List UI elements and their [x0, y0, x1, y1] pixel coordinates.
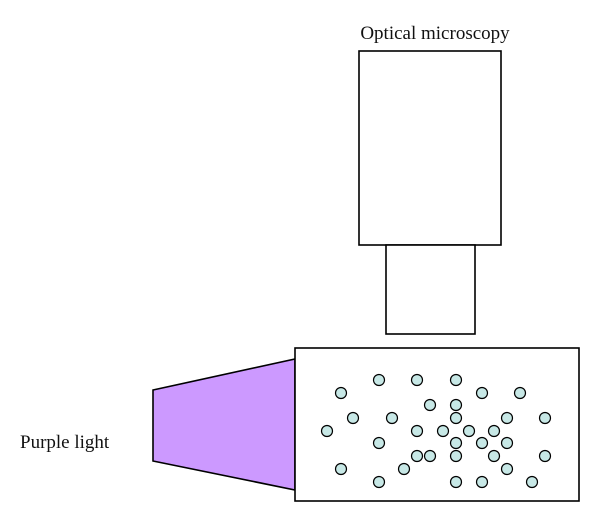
particle	[410, 449, 424, 463]
particle	[538, 411, 552, 425]
particle	[513, 386, 527, 400]
particle	[525, 475, 539, 489]
particle	[320, 424, 334, 438]
particle	[500, 462, 514, 476]
particle	[346, 411, 360, 425]
microscope-body	[358, 50, 502, 246]
particle	[500, 436, 514, 450]
particle	[449, 449, 463, 463]
particle	[449, 475, 463, 489]
microscope-objective	[385, 244, 476, 335]
particle	[385, 411, 399, 425]
particle	[436, 424, 450, 438]
particle	[449, 436, 463, 450]
particle	[372, 475, 386, 489]
particle	[410, 373, 424, 387]
particle	[397, 462, 411, 476]
light-label: Purple light	[20, 432, 110, 453]
particle	[423, 449, 437, 463]
particle	[334, 386, 348, 400]
particle	[487, 424, 501, 438]
particle	[372, 436, 386, 450]
particle	[449, 411, 463, 425]
sample-chamber	[294, 347, 580, 502]
particle	[423, 398, 437, 412]
particle	[372, 373, 386, 387]
particle	[449, 373, 463, 387]
particle	[487, 449, 501, 463]
microscope-label: Optical microscopy	[360, 23, 510, 44]
purple-light-beam	[152, 358, 296, 491]
particle	[500, 411, 514, 425]
particle	[449, 398, 463, 412]
particle	[475, 436, 489, 450]
particle	[475, 386, 489, 400]
particle	[334, 462, 348, 476]
particle	[475, 475, 489, 489]
particle	[462, 424, 476, 438]
particles	[320, 373, 552, 489]
particle	[410, 424, 424, 438]
particle	[538, 449, 552, 463]
